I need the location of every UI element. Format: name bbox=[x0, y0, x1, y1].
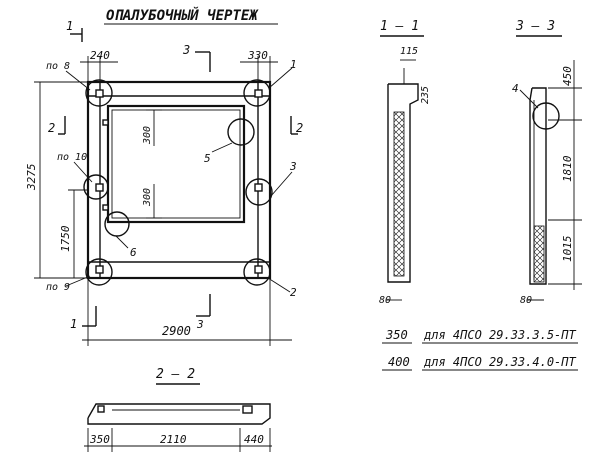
variant-1-label: для 4ПСО 29.33.3.5-ПТ bbox=[423, 328, 576, 342]
callout-2: 2 bbox=[290, 286, 297, 299]
s33-dim-1015: 1015 bbox=[561, 236, 574, 263]
s22-dim-2110: 2110 bbox=[160, 433, 187, 446]
s22-profile bbox=[87, 403, 271, 425]
dim-240: 240 bbox=[90, 49, 110, 62]
s33-profile bbox=[529, 87, 547, 285]
detail-circle-opening-bottom bbox=[104, 211, 130, 237]
note-po-10: по 10 bbox=[57, 152, 87, 163]
section-2-2-title: 2 — 2 bbox=[156, 367, 195, 382]
s11-dim-115: 115 bbox=[400, 46, 418, 57]
dim-300-bottom: 300 bbox=[142, 188, 153, 207]
s11-dim-235: 235 bbox=[420, 86, 431, 104]
window-opening bbox=[106, 104, 246, 224]
dim-1750: 1750 bbox=[59, 225, 72, 252]
dim-2900: 2900 bbox=[162, 324, 191, 338]
callout-5: 5 bbox=[204, 152, 211, 165]
callout-1: 1 bbox=[290, 58, 297, 71]
s11-dim-80: 80 bbox=[379, 295, 391, 306]
variant-2-label: для 4ПСО 29.33.4.0-ПТ bbox=[423, 355, 576, 369]
cut-3-top-label: 3 bbox=[182, 43, 190, 57]
plan-view: 240 330 1 3 2 2 3275 1750 300 300 bbox=[25, 19, 303, 346]
s33-dim-1810: 1810 bbox=[561, 155, 574, 182]
cut-2-right-label: 2 bbox=[296, 121, 303, 135]
section-3-3: 3 — 3 4 450 1810 1015 80 bbox=[512, 19, 582, 306]
section-1-1-title: 1 — 1 bbox=[380, 19, 419, 34]
variant-notes: 350 для 4ПСО 29.33.3.5-ПТ 400 для 4ПСО 2… bbox=[382, 328, 578, 371]
section-3-3-title: 3 — 3 bbox=[515, 19, 555, 34]
section-1-1: 1 — 1 115 235 80 bbox=[379, 19, 431, 306]
cut-1-top-label: 1 bbox=[66, 19, 73, 33]
detail-circle-mid-left bbox=[83, 174, 109, 200]
detail-circle-mid-right bbox=[245, 178, 273, 206]
cut-1-bottom-label: 1 bbox=[70, 317, 77, 331]
variant-2-dim: 400 bbox=[388, 355, 410, 369]
callout-4: 4 bbox=[512, 82, 519, 95]
section-2-2: 2 — 2 350 2110 440 bbox=[84, 367, 272, 452]
detail-circle-bottom-left bbox=[85, 258, 113, 286]
drawing-title: ОПАЛУБОЧНЫЙ ЧЕРТЕЖ bbox=[106, 7, 259, 24]
detail-circle-top-right bbox=[243, 79, 271, 107]
callout-3: 3 bbox=[289, 160, 297, 173]
cut-2-left-label: 2 bbox=[48, 121, 55, 135]
dim-330: 330 bbox=[247, 49, 268, 62]
s33-dim-450: 450 bbox=[561, 66, 574, 86]
callout-6: 6 bbox=[130, 246, 137, 259]
dim-300-top: 300 bbox=[142, 126, 153, 145]
detail-circle-top-left bbox=[85, 79, 113, 107]
s22-dim-350: 350 bbox=[89, 433, 110, 446]
s11-profile bbox=[387, 83, 419, 283]
variant-1-dim: 350 bbox=[385, 328, 408, 342]
note-po-9: по 9 bbox=[46, 282, 70, 293]
cut-3-bottom-label: 3 bbox=[196, 318, 204, 331]
s22-dim-440: 440 bbox=[244, 433, 264, 446]
detail-circle-bottom-right bbox=[243, 258, 271, 286]
s33-detail-circle bbox=[532, 102, 560, 130]
detail-circle-opening-corner bbox=[227, 118, 255, 146]
dim-3275: 3275 bbox=[25, 164, 38, 192]
note-po-8: по 8 bbox=[46, 61, 70, 72]
panel-outline bbox=[86, 80, 272, 280]
s33-dim-80: 80 bbox=[520, 295, 532, 306]
